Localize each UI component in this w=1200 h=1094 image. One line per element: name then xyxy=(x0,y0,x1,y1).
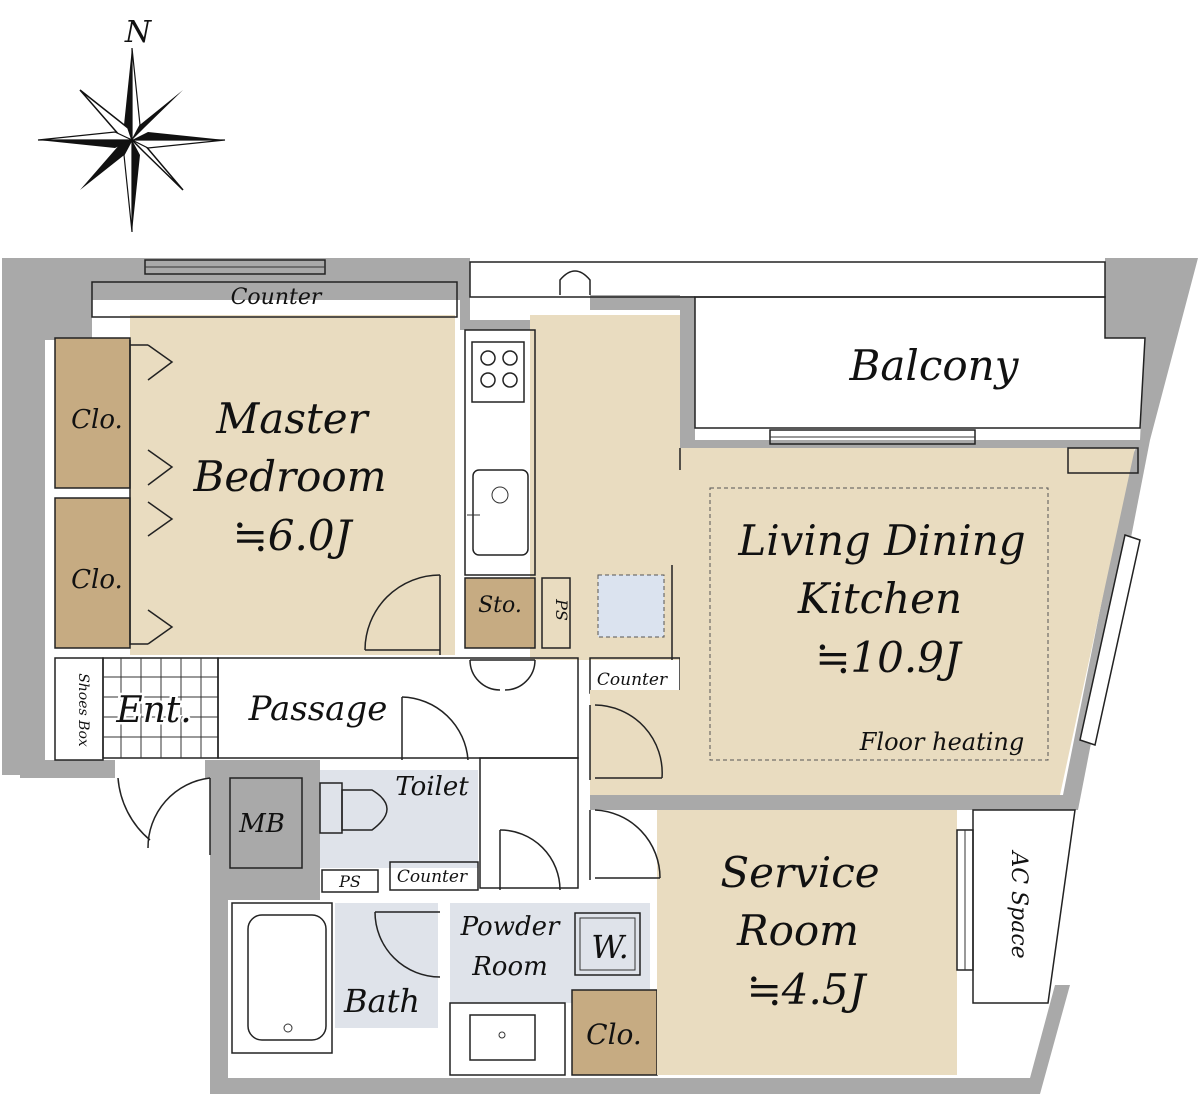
vanity-sink-icon xyxy=(469,1014,536,1061)
washer-space xyxy=(574,912,641,976)
powder-room xyxy=(450,903,650,1003)
ldk-name-2: Kitchen xyxy=(797,574,962,623)
passage-lower xyxy=(479,757,579,889)
washer-label: W. xyxy=(591,928,628,966)
service-room-name-2: Room xyxy=(736,906,859,955)
service-room-floor xyxy=(657,810,957,1075)
powder-room-label-2: Room xyxy=(471,952,548,982)
ac-space xyxy=(972,809,1076,1004)
bedroom-door-icon xyxy=(364,574,441,655)
window-service-room xyxy=(956,829,974,971)
ldk-size: ≒10.9J xyxy=(815,633,963,682)
service-room-door-icon xyxy=(589,809,661,880)
bathtub-area xyxy=(231,902,333,1054)
master-bedroom-floor xyxy=(130,315,455,655)
counter-top-label: Counter xyxy=(231,285,323,310)
closet-3[interactable] xyxy=(571,989,658,1076)
ldk-name-1: Living Dining xyxy=(737,516,1025,565)
compass-north-label: N xyxy=(124,15,153,50)
closet-doors-icon xyxy=(129,340,174,645)
window-ldk xyxy=(769,429,976,445)
vanity-drain-icon xyxy=(498,1031,506,1039)
bath-room xyxy=(335,903,438,1028)
bath-label: Bath xyxy=(343,982,420,1020)
ldk-floor xyxy=(590,448,1135,795)
powder-door-icon xyxy=(499,829,561,891)
meter-box-label: MB xyxy=(238,809,285,839)
counter-toilet-label: Counter xyxy=(397,867,468,887)
master-bedroom-name-2: Bedroom xyxy=(192,452,386,501)
fridge-space xyxy=(597,574,665,638)
compass-rose-icon xyxy=(37,47,226,233)
toilet-icon xyxy=(319,782,388,834)
bathtub-drain-icon xyxy=(283,1023,293,1033)
shoes-box-label: Shoes Box xyxy=(75,673,91,747)
kitchen-counter-unit xyxy=(464,329,536,576)
entrance-tile xyxy=(102,657,219,759)
storage-door-icon xyxy=(469,659,536,691)
closet-1[interactable] xyxy=(54,337,131,489)
closet-3-label: Clo. xyxy=(586,1018,642,1051)
passage-label: Passage xyxy=(248,689,388,729)
closet-2[interactable] xyxy=(54,497,131,649)
closet-2-label: Clo. xyxy=(71,565,123,595)
ac-space-label: AC Space xyxy=(1006,849,1031,958)
passage xyxy=(217,657,579,759)
meter-box xyxy=(229,777,303,869)
master-bedroom-name-1: Master xyxy=(215,394,370,443)
ps-toilet xyxy=(321,869,379,893)
stove-icon xyxy=(471,341,525,403)
ps-kitchen xyxy=(541,577,571,649)
bedroom-counter xyxy=(91,281,458,318)
service-room-size: ≒4.5J xyxy=(747,965,868,1014)
powder-room-label-1: Powder xyxy=(460,912,561,942)
floor-heating-area xyxy=(709,487,1049,761)
window-top xyxy=(144,259,326,275)
floor-heating-note: Floor heating xyxy=(859,728,1024,756)
closet-1-label: Clo. xyxy=(71,405,123,435)
washer-icon xyxy=(579,917,636,971)
toilet-door-icon xyxy=(401,696,469,761)
ps-toilet-label: PS xyxy=(338,872,361,891)
storage[interactable] xyxy=(464,577,536,649)
balcony-label: Balcony xyxy=(849,341,1020,390)
entrance-door-icon xyxy=(117,777,211,855)
window-ldk-side xyxy=(1079,534,1141,746)
counter-kitchen-label: Counter xyxy=(597,670,668,690)
balcony: Balcony xyxy=(469,261,1146,429)
toilet-room xyxy=(320,770,478,868)
toilet-label: Toilet xyxy=(395,772,469,802)
ldk-alcove xyxy=(1067,447,1139,474)
ldk-door-icon xyxy=(589,704,663,780)
toilet-counter xyxy=(389,861,479,891)
ps-kitchen-label: PS xyxy=(552,598,571,621)
service-room-name-1: Service xyxy=(720,848,879,897)
master-bedroom-size: ≒6.0J xyxy=(233,511,354,560)
entrance-label: Ent. xyxy=(115,690,191,731)
kitchen-sink-icon xyxy=(467,469,529,556)
vanity-area xyxy=(449,1002,566,1076)
bath-door-icon xyxy=(374,911,441,978)
storage-label: Sto. xyxy=(478,593,522,618)
bathtub-icon xyxy=(247,914,327,1041)
balcony-door-icon xyxy=(559,270,591,295)
